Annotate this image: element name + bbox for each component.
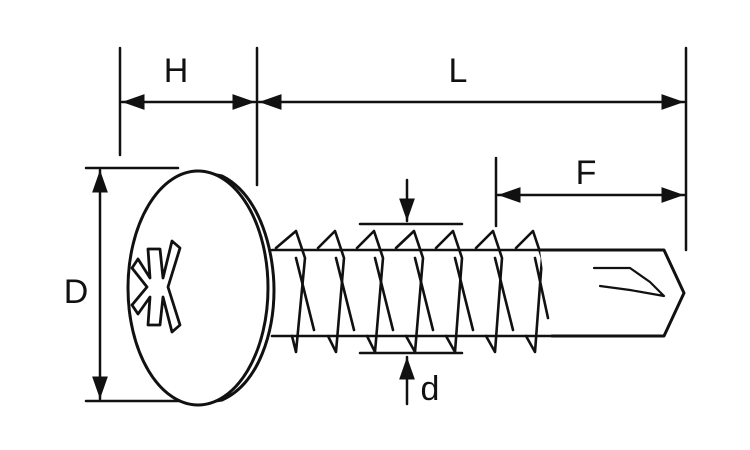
drill-point	[538, 248, 686, 338]
drill-point-outline	[538, 248, 686, 338]
flank-5	[453, 256, 475, 332]
flank-1	[294, 256, 316, 332]
thread-3	[355, 229, 385, 354]
f-label: F	[576, 154, 597, 192]
h-label: H	[164, 52, 189, 90]
thread-1	[274, 229, 307, 354]
flank-3	[373, 256, 395, 332]
threaded-shank	[270, 229, 554, 354]
minor-d-label: d	[421, 370, 440, 408]
flank-7	[533, 256, 550, 320]
flank-6	[493, 256, 515, 332]
d-label: D	[64, 273, 89, 311]
thread-4	[394, 229, 425, 354]
flank-4	[413, 256, 435, 332]
thread-5	[434, 229, 464, 354]
l-label: L	[449, 52, 468, 90]
head-face	[126, 169, 270, 407]
thread-2	[316, 229, 346, 354]
dimension-lines	[92, 94, 686, 406]
flank-2	[334, 256, 356, 332]
thread-6	[474, 229, 504, 354]
flute-line	[592, 266, 666, 298]
screw-head	[126, 169, 276, 407]
extension-lines	[84, 46, 688, 403]
phillips-recess-icon	[130, 239, 182, 334]
